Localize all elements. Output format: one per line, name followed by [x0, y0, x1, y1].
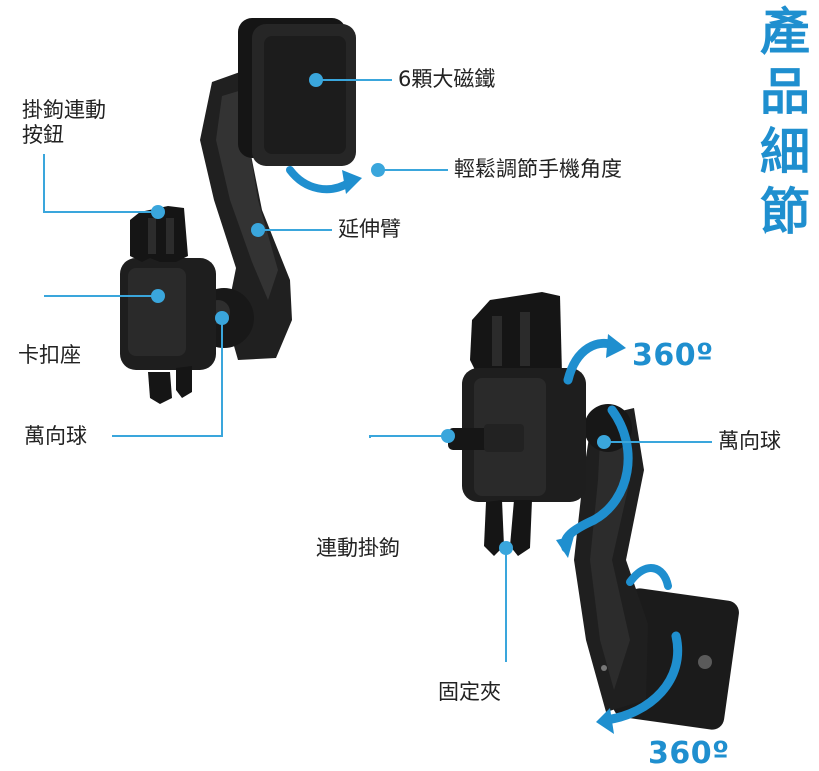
label-ball-joint-top: 萬向球 [24, 424, 87, 448]
section-title: 產 品 細 節 [756, 2, 814, 242]
label-rotation-bottom: 360º [648, 736, 730, 771]
bottom-mount-product [448, 292, 739, 734]
leader-lines [43, 79, 712, 662]
label-extension-arm: 延伸臂 [338, 217, 401, 241]
label-magnets: 6顆大磁鐵 [398, 67, 496, 91]
top-mount-product [120, 18, 362, 404]
title-char-4: 節 [760, 183, 810, 241]
label-ball-joint-bottom: 萬向球 [718, 429, 781, 453]
title-char-2: 品 [760, 63, 810, 121]
title-char-1: 產 [760, 3, 810, 61]
label-fixed-clip: 固定夾 [438, 680, 501, 704]
label-linked-hook: 連動掛鉤 [316, 536, 400, 560]
title-char-3: 細 [760, 123, 810, 181]
label-rotation-top: 360º [632, 338, 714, 373]
leader-dots [151, 73, 611, 555]
label-hook-button: 掛鉤連動 按鈕 [22, 98, 106, 148]
label-clip-base: 卡扣座 [18, 343, 81, 367]
label-angle-adjust: 輕鬆調節手機角度 [454, 157, 622, 181]
